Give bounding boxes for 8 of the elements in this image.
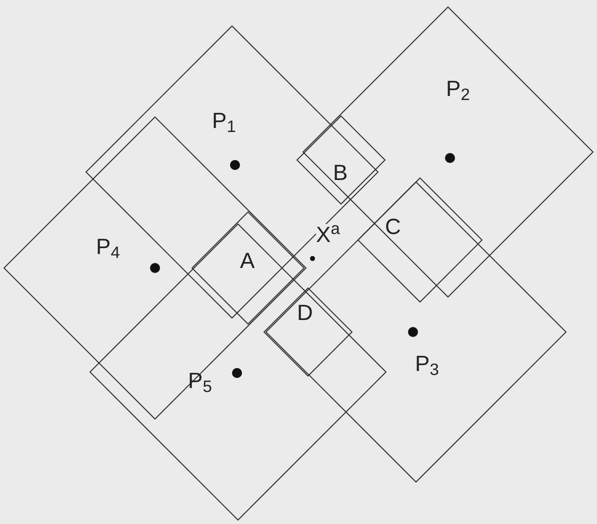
region-label: A xyxy=(240,250,255,272)
point-label: P$_{2}$ xyxy=(446,78,470,100)
region-label: C xyxy=(385,216,401,238)
region-label: D xyxy=(297,302,313,324)
point-label: P$_{1}$ xyxy=(212,110,236,132)
point-label: P$_{3}$ xyxy=(415,353,439,375)
point-label: P$_{4}$ xyxy=(96,236,120,258)
region-label: B xyxy=(333,162,348,184)
